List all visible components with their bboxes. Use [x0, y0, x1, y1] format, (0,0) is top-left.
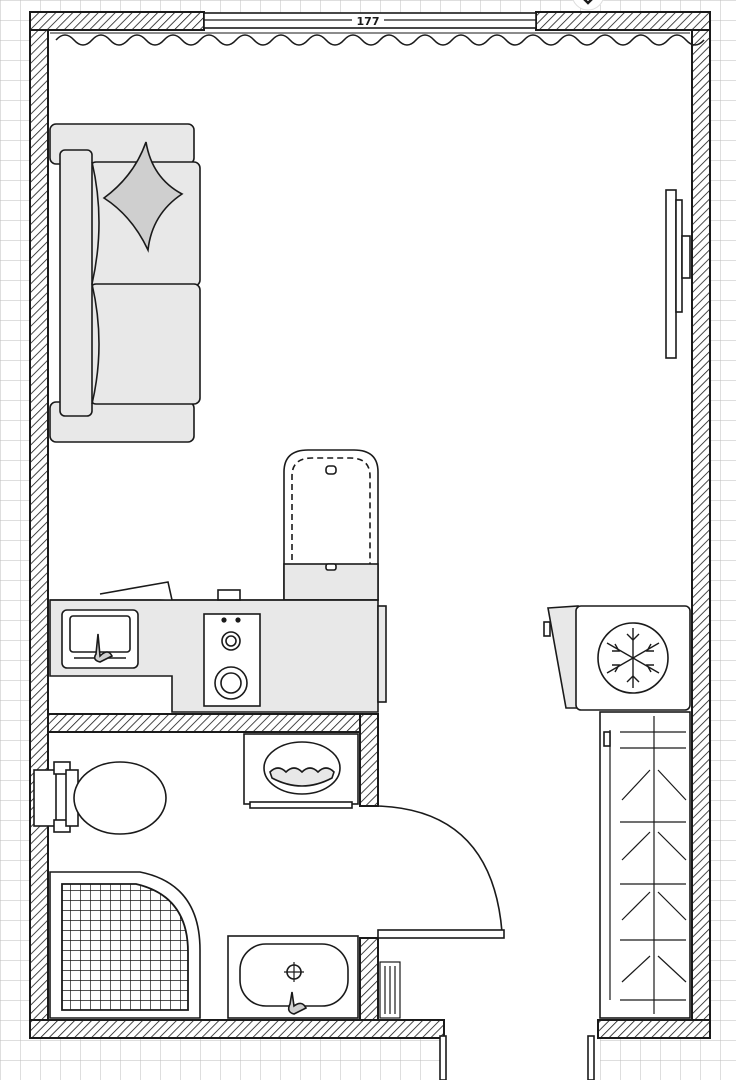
tv-mount	[681, 235, 691, 279]
shower-icon	[49, 871, 201, 1019]
chair-clip-bottom	[325, 563, 337, 571]
toilet-icon	[33, 761, 167, 835]
snowflake-tips-left-down	[612, 664, 621, 673]
bathroom-walls	[47, 713, 379, 1021]
counter-handle	[377, 605, 387, 703]
chair-seat-dashed	[291, 457, 371, 570]
snowflake-icon	[606, 628, 660, 688]
bathroom-wall-right-upper	[359, 713, 379, 807]
snowflake-arm-3	[606, 642, 660, 674]
entrance-door-right	[587, 1035, 595, 1081]
bathroom-wall-right-lower	[359, 937, 379, 1021]
toilet-tank	[33, 769, 57, 827]
tv-bracket	[675, 199, 683, 313]
sink-icon	[61, 609, 139, 669]
window-label-bg	[352, 14, 384, 27]
tv-icon	[665, 189, 691, 359]
bathroom-wall-top	[47, 713, 379, 733]
window-dimension-label: 177	[357, 15, 380, 28]
hanger-7	[657, 831, 687, 861]
wall-bottom-left	[29, 1019, 445, 1039]
wardrobe-icon	[599, 711, 691, 1019]
counter-board	[99, 581, 173, 601]
stove-burner-large-inner	[220, 672, 242, 694]
snowflake-tips-top	[626, 633, 640, 641]
wardrobe-body	[599, 711, 691, 1019]
basin-icon	[227, 935, 359, 1019]
snowflake-tips-right-up	[645, 643, 654, 652]
sofa-seat-lower	[89, 283, 201, 405]
hanger-9	[621, 891, 651, 921]
stove-knob-1	[221, 617, 227, 623]
hanger-3	[621, 769, 651, 801]
sink-bowl	[69, 615, 131, 653]
hanger-10	[657, 891, 687, 921]
wall-right	[691, 11, 711, 1039]
radiator	[379, 961, 401, 1019]
stove-burner-small-inner	[225, 635, 237, 647]
wardrobe-hinge	[603, 731, 611, 747]
chevron-down-icon	[583, 0, 593, 5]
basin-tap	[287, 991, 308, 1015]
washer-water	[269, 767, 335, 787]
chair-icon	[283, 449, 379, 601]
tv-screen	[665, 189, 677, 359]
wall-bottom-right	[597, 1019, 711, 1039]
snowflake-tips-left-up	[612, 643, 621, 652]
wall-left	[29, 11, 49, 1039]
entrance-door-left	[439, 1035, 447, 1081]
door-leaf	[377, 929, 505, 939]
hanger-13	[657, 955, 687, 983]
sofa-back	[59, 149, 93, 417]
chair-clip-top	[325, 465, 337, 475]
outer-walls	[29, 11, 711, 1039]
counter-box	[217, 589, 241, 601]
washer-base	[249, 801, 353, 809]
hallway-floor	[444, 1020, 600, 1080]
sofa	[49, 123, 201, 443]
fridge	[543, 605, 691, 711]
stove-icon	[203, 613, 261, 707]
fridge-handle	[543, 621, 551, 637]
chair-body	[283, 449, 379, 601]
cushion-icon	[102, 141, 184, 253]
toilet-bowl	[73, 761, 167, 835]
stove-knob-2	[235, 617, 241, 623]
sofa-back-cushion-curve	[91, 161, 100, 405]
wardrobe-hangers	[620, 731, 687, 1001]
wall-top-right	[535, 11, 711, 31]
hanger-12	[621, 955, 651, 983]
window: 177	[203, 12, 537, 29]
door-swing-icon	[377, 805, 505, 939]
shower-tiles	[61, 883, 189, 1011]
washing-machine-icon	[243, 733, 359, 809]
corner-badge	[572, 0, 604, 11]
hanger-4	[657, 769, 687, 801]
wall-top-left	[29, 11, 205, 31]
curtain	[55, 34, 705, 46]
sink-tap	[93, 633, 114, 663]
hanger-6	[621, 831, 651, 861]
door-arc	[377, 805, 503, 933]
snowflake-tips-right-down	[645, 664, 654, 673]
snowflake-tips-bottom	[626, 675, 640, 683]
